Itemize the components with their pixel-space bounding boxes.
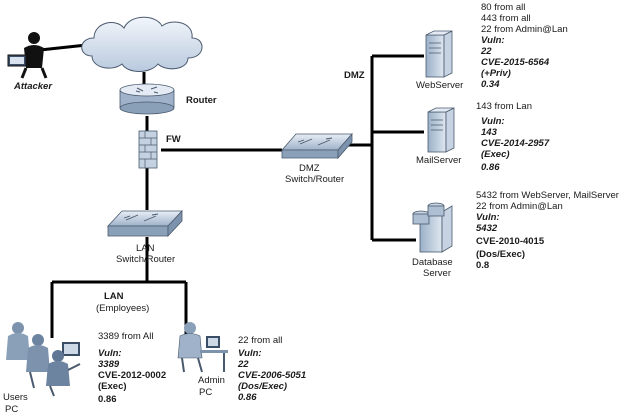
admin-pc-vuln-cve: CVE-2006-5051 — [238, 370, 306, 381]
mailserver-vuln-title: Vuln: — [481, 116, 505, 127]
database-vuln-effect: (Dos/Exec) — [476, 249, 525, 260]
lan-segment-label: LAN — [104, 291, 124, 302]
database-label-1: Database — [412, 257, 453, 268]
webserver-annotation: 80 from all 443 from all 22 from Admin@L… — [480, 2, 568, 90]
mailserver-annotation: 143 from Lan Vuln: 143 CVE-2014-2957 (Ex… — [476, 101, 550, 173]
router-icon — [119, 83, 175, 115]
database-access-2: 22 from Admin@Lan — [476, 201, 563, 212]
admin-pc-vuln-title: Vuln: — [238, 348, 262, 359]
webserver-access-1: 80 from all — [481, 2, 525, 13]
users-pc-vuln-cve: CVE-2012-0002 — [98, 370, 166, 381]
dmz-switch-label-2: Switch/Router — [285, 174, 344, 185]
users-pc-vuln-score: 0.86 — [98, 394, 117, 405]
database-vuln-port: 5432 — [476, 223, 498, 234]
lan-segment-sublabel: (Employees) — [96, 303, 149, 314]
mailserver-icon — [427, 107, 455, 153]
admin-icon — [177, 322, 228, 373]
admin-pc-vuln-score: 0.86 — [238, 392, 257, 403]
database-access-1: 5432 from WebServer, MailServer — [476, 190, 619, 201]
users-pc-access-1: 3389 from All — [98, 331, 153, 342]
mailserver-vuln-port: 143 — [481, 127, 498, 138]
webserver-vuln-effect: (+Priv) — [481, 68, 511, 79]
admin-pc-label-1: Admin — [198, 375, 225, 386]
dmz-switch-icon — [281, 132, 353, 160]
webserver-vuln-score: 0.34 — [481, 79, 500, 90]
mailserver-vuln-cve: CVE-2014-2957 — [481, 138, 550, 149]
admin-pc-annotation: 22 from all Vuln: 22 CVE-2006-5051 (Dos/… — [237, 335, 306, 403]
lan-switch-icon — [107, 209, 183, 238]
database-vuln-cve: CVE-2010-4015 — [476, 236, 545, 247]
webserver-access-2: 443 from all — [481, 13, 531, 24]
attacker-label: Attacker — [13, 81, 53, 92]
database-vuln-score: 0.8 — [476, 260, 489, 271]
users-pc-vuln-effect: (Exec) — [98, 381, 127, 392]
users-icon — [6, 322, 81, 397]
links — [39, 42, 424, 338]
admin-pc-vuln-port: 22 — [237, 359, 249, 370]
webserver-icon — [425, 30, 453, 78]
lan-switch-label-1: LAN — [136, 243, 155, 254]
mailserver-access-1: 143 from Lan — [476, 101, 532, 112]
webserver-vuln-title: Vuln: — [481, 35, 505, 46]
admin-pc-vuln-effect: (Dos/Exec) — [238, 381, 287, 392]
attacker-icon — [7, 32, 48, 79]
dmz-switch-label-1: DMZ — [299, 163, 320, 174]
mailserver-vuln-score: 0.86 — [481, 162, 500, 173]
database-icon — [412, 202, 453, 253]
fw-label: FW — [166, 134, 181, 145]
internet-cloud-icon — [81, 16, 203, 72]
webserver-label: WebServer — [416, 80, 463, 91]
users-pc-label-1: Users — [3, 392, 28, 403]
firewall-icon — [138, 130, 158, 169]
users-pc-vuln-port: 3389 — [98, 359, 120, 370]
mailserver-vuln-effect: (Exec) — [481, 149, 510, 160]
admin-pc-access-1: 22 from all — [238, 335, 282, 346]
database-label-2: Server — [423, 268, 451, 279]
lan-switch-label-2: Switch/Router — [116, 254, 175, 265]
router-label: Router — [186, 95, 217, 106]
database-vuln-title: Vuln: — [476, 212, 500, 223]
dmz-zone-label: DMZ — [344, 70, 365, 81]
webserver-vuln-port: 22 — [480, 46, 492, 57]
users-pc-annotation: 3389 from All Vuln: 3389 CVE-2012-0002 (… — [98, 331, 166, 405]
webserver-access-3: 22 from Admin@Lan — [481, 24, 568, 35]
users-pc-label-2: PC — [5, 404, 18, 415]
webserver-vuln-cve: CVE-2015-6564 — [481, 57, 550, 68]
database-annotation: 5432 from WebServer, MailServer 22 from … — [476, 190, 619, 271]
mailserver-label: MailServer — [416, 155, 461, 166]
admin-pc-label-2: PC — [199, 387, 212, 398]
users-pc-vuln-title: Vuln: — [98, 348, 122, 359]
